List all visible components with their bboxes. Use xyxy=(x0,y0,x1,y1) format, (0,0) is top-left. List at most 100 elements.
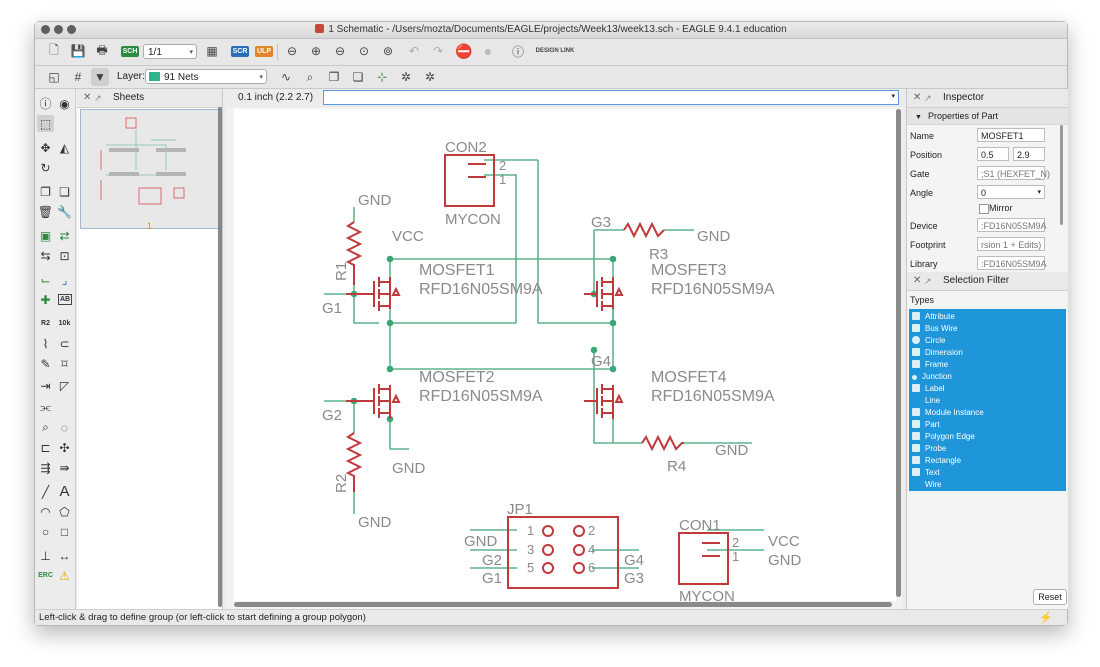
polygon-icon[interactable]: ⬠ xyxy=(59,504,70,519)
type-module-instance[interactable]: Module Instance xyxy=(912,407,984,419)
group-select-icon[interactable]: ⬚ xyxy=(37,115,54,132)
sheets-scrollbar[interactable] xyxy=(218,107,222,607)
design-link-button[interactable]: DESIGN LINK xyxy=(535,47,575,54)
name-field[interactable]: MOSFET1 xyxy=(977,128,1045,142)
sheet-select[interactable]: 1/1▾ xyxy=(143,44,197,59)
undock-filter-icon[interactable]: ↗ xyxy=(924,276,932,286)
dimension-icon[interactable]: ↔ xyxy=(58,548,71,563)
text-icon[interactable]: A xyxy=(59,483,70,500)
save-icon[interactable]: 💾 xyxy=(70,44,86,58)
filter-icon[interactable]: ▼ xyxy=(91,68,109,86)
attribute-icon[interactable]: ⊏ xyxy=(40,440,51,455)
print-icon[interactable]: 🖶 xyxy=(96,42,108,57)
warning-icon[interactable]: ⚠ xyxy=(59,568,70,583)
copy-doc-icon[interactable]: ❐ xyxy=(328,70,340,84)
mirror-checkbox[interactable] xyxy=(979,204,989,214)
zoom-out-icon[interactable]: ⊖ xyxy=(334,44,346,58)
info-icon[interactable]: ⓘ xyxy=(39,97,52,111)
smash-icon[interactable]: ⇶ xyxy=(40,460,51,475)
properties-section-header[interactable]: ▼Properties of Part xyxy=(907,108,1068,125)
grid-icon[interactable]: # xyxy=(74,70,82,84)
wrench-icon[interactable]: 🔧 xyxy=(57,204,72,219)
circle-icon[interactable]: ○ xyxy=(41,524,50,539)
mirror-icon[interactable]: ◭ xyxy=(59,140,70,155)
type-wire[interactable]: Wire xyxy=(912,479,941,491)
junction-icon[interactable]: ✚ xyxy=(40,292,51,307)
line-icon[interactable]: ╱ xyxy=(41,484,50,499)
rectangle-icon[interactable]: □ xyxy=(60,524,69,539)
ripup-icon[interactable]: ⫘ xyxy=(40,400,51,414)
type-rectangle[interactable]: Rectangle xyxy=(912,455,961,467)
copy-icon[interactable]: ❐ xyxy=(40,184,51,199)
rotate-icon[interactable]: ↻ xyxy=(40,160,51,175)
type-junction[interactable]: Junction xyxy=(912,371,952,383)
canvas-vertical-scrollbar[interactable] xyxy=(896,109,901,597)
help-icon[interactable]: ⓘ xyxy=(511,44,524,59)
undo-icon[interactable]: ↶ xyxy=(408,44,420,58)
go-icon[interactable]: ● xyxy=(483,43,493,59)
command-line-input[interactable]: ▾ xyxy=(323,90,899,105)
magnify-icon[interactable]: ⌕ xyxy=(306,69,314,84)
zoom-fit-icon[interactable]: ⊖ xyxy=(286,44,298,58)
switch-board-button[interactable]: SCH xyxy=(120,45,140,57)
erc-button[interactable]: ERC xyxy=(38,572,53,579)
add-part-icon[interactable]: ▣ xyxy=(39,228,52,243)
angle-select[interactable]: 0▾ xyxy=(977,185,1045,199)
reset-button[interactable]: Reset xyxy=(1033,589,1067,605)
type-frame[interactable]: Frame xyxy=(912,359,948,371)
move-icon[interactable]: ✥ xyxy=(40,140,51,155)
show-eye-icon[interactable]: ◉ xyxy=(59,96,70,111)
inspector-scrollbar[interactable] xyxy=(1060,125,1063,225)
type-bus-wire[interactable]: Bus Wire xyxy=(912,323,957,335)
tag-icon[interactable]: ⌑ xyxy=(61,356,68,371)
stop-icon[interactable]: ⛔ xyxy=(455,42,473,59)
arc-icon[interactable]: ◠ xyxy=(40,504,51,519)
new-file-icon[interactable]: 🗋 xyxy=(49,42,59,57)
undock-inspector-icon[interactable]: ↗ xyxy=(924,93,932,103)
name-button[interactable]: R2 xyxy=(41,320,50,327)
script-button[interactable]: SCR xyxy=(230,45,250,57)
pin-swap-icon[interactable]: ⊡ xyxy=(59,248,70,263)
position-x-field[interactable]: 0.5 xyxy=(977,147,1009,161)
sheet-thumbnail[interactable] xyxy=(80,109,219,229)
slice-icon[interactable]: ⌕ xyxy=(42,420,49,434)
dashed-circle-icon[interactable]: ◌ xyxy=(60,420,69,435)
layer-settings-icon[interactable]: ◱ xyxy=(48,70,60,84)
zoom-in-icon[interactable]: ⊕ xyxy=(310,44,322,58)
optimize-icon[interactable]: ✣ xyxy=(59,440,70,455)
layer-select[interactable]: 91 Nets▾ xyxy=(145,69,267,84)
settings-gear-2-icon[interactable]: ✲ xyxy=(424,70,436,84)
canvas-horizontal-scrollbar[interactable] xyxy=(234,602,892,607)
split-icon[interactable]: ⌇ xyxy=(42,336,49,351)
forward-icon[interactable]: ⇛ xyxy=(59,460,70,475)
net-icon[interactable]: ⌙ xyxy=(40,272,51,287)
undock-icon[interactable]: ↗ xyxy=(94,93,102,103)
type-line[interactable]: Line xyxy=(912,395,940,407)
zoom-window-button[interactable] xyxy=(67,25,76,34)
paste-doc-icon[interactable]: ❏ xyxy=(352,70,364,84)
type-dimension[interactable]: Dimension xyxy=(912,347,963,359)
redraw-icon[interactable]: ⊚ xyxy=(382,44,394,58)
mark-icon[interactable]: ⊥ xyxy=(40,548,51,563)
minimize-window-button[interactable] xyxy=(54,25,63,34)
label-button[interactable]: AB xyxy=(58,294,72,305)
add-link-icon[interactable]: ⊹ xyxy=(376,70,388,84)
paste-icon[interactable]: ❏ xyxy=(59,184,70,199)
change-icon[interactable]: ⊂ xyxy=(59,336,70,351)
cam-icon[interactable]: ▦ xyxy=(206,44,218,58)
paint-icon[interactable]: ✎ xyxy=(40,356,51,371)
close-inspector-icon[interactable]: ✕ xyxy=(913,92,922,103)
zoom-select-icon[interactable]: ⊙ xyxy=(358,44,370,58)
close-panel-icon[interactable]: ✕ xyxy=(83,92,92,103)
type-label[interactable]: Label xyxy=(912,383,945,395)
type-part[interactable]: Part xyxy=(912,419,940,431)
schematic-canvas[interactable]: CON2 MYCON 2 1 CON1 MYCON 2 1 JP1 1 2 3 … xyxy=(234,109,896,605)
lightning-icon[interactable]: ⚡ xyxy=(1039,612,1053,624)
replace-icon[interactable]: ⇄ xyxy=(59,228,70,243)
close-filter-icon[interactable]: ✕ xyxy=(913,275,922,286)
arrow-into-icon[interactable]: ⇥ xyxy=(40,378,51,393)
delete-icon[interactable]: 🗑 xyxy=(37,204,54,219)
redo-icon[interactable]: ↷ xyxy=(432,44,444,58)
settings-gear-icon[interactable]: ✲ xyxy=(400,70,412,84)
type-probe[interactable]: Probe xyxy=(912,443,946,455)
